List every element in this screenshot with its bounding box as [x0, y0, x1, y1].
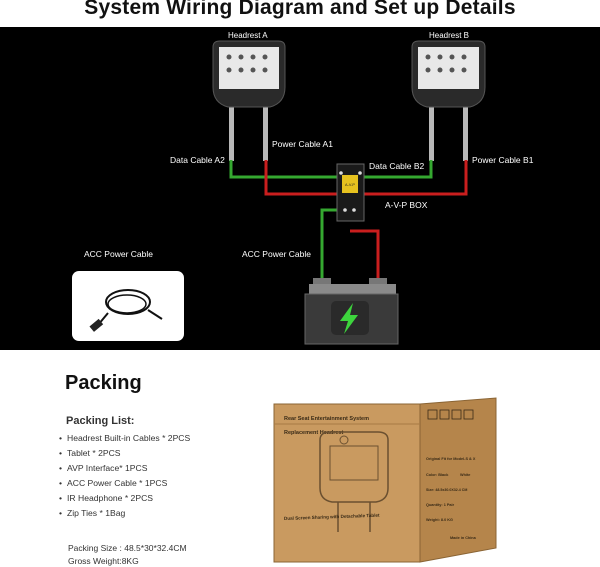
lightning-bolt-icon	[340, 303, 358, 334]
battery-top	[309, 284, 396, 296]
carton-side-weight: Weight: 8.0 KG	[426, 518, 453, 522]
acc-power-cable-line	[350, 229, 380, 282]
list-item: IR Headphone * 2PCS	[59, 491, 190, 506]
list-item: AVP Interface* 1PCS	[59, 461, 190, 476]
acc-cable-photo-bg	[72, 271, 184, 341]
carton-side-made: Made in China	[450, 536, 477, 540]
avp-box: A-V-P	[336, 163, 365, 222]
carton-front-bottom: Dual Screen Sharing with Detachable Tabl…	[284, 513, 380, 521]
packing-size: Packing Size : 48.5*30*32.4CM	[68, 543, 187, 553]
headrest-b-unit	[411, 40, 486, 161]
headrest-b-label: Headrest B	[429, 31, 470, 40]
power-cable-b1-label: Power Cable B1	[472, 155, 534, 165]
carton-side-color: Color: Black	[426, 473, 449, 477]
carton-side-qty: Quantity: 1 Pair	[426, 503, 455, 507]
data-cable-b2-line	[362, 160, 433, 179]
avp-box-label-text: A-V-P BOX	[385, 200, 428, 210]
list-item: Headrest Built-in Cables * 2PCS	[59, 431, 190, 446]
acc-power-cable-photo-label: ACC Power Cable	[84, 249, 153, 259]
gross-weight: Gross Weight:8KG	[68, 556, 139, 566]
headrest-a-unit	[212, 40, 286, 161]
avp-box-label	[342, 175, 358, 193]
acc-cable-photo	[72, 271, 184, 341]
avp-label-text: A-V-P	[345, 183, 355, 187]
wiring-svg: A-V-P	[72, 40, 486, 345]
wiring-diagram: A-V-P Headrest A Headrest B Data Cable A…	[0, 27, 600, 350]
headrest-b-post-left	[429, 97, 434, 161]
data-cable-a2-label: Data Cable A2	[170, 155, 225, 165]
headrest-a-post-left	[229, 97, 234, 161]
carton-side-white: White	[460, 473, 470, 477]
list-item: Zip Ties * 1Bag	[59, 506, 190, 521]
list-item: ACC Power Cable * 1PCS	[59, 476, 190, 491]
list-item: Tablet * 2PCS	[59, 446, 190, 461]
power-cable-a1-line	[264, 160, 338, 196]
carton-box: Rear Seat Entertainment System Replaceme…	[273, 397, 497, 563]
carton-side-size: Size: 48.5x30.0X32.4 CM	[426, 488, 467, 492]
headrest-a-label: Headrest A	[228, 31, 268, 40]
packing-list-title: Packing List:	[66, 415, 135, 427]
data-cable-b2-label: Data Cable B2	[369, 161, 425, 171]
power-cable-b1-line	[362, 160, 468, 196]
headrest-a-post-right	[263, 97, 268, 161]
battery	[304, 278, 399, 345]
power-cable-a1-label: Power Cable A1	[272, 139, 333, 149]
carton-headrest-outline	[319, 431, 389, 503]
data-cable-a2-line	[229, 160, 338, 179]
acc-power-cable-label: ACC Power Cable	[242, 249, 311, 259]
cigarette-plug-icon	[89, 318, 104, 332]
packing-title: Packing	[65, 372, 142, 394]
carton-front	[273, 403, 421, 563]
packing-list: Headrest Built-in Cables * 2PCS Tablet *…	[59, 431, 190, 521]
page-title: System Wiring Diagram and Set up Details	[84, 0, 516, 19]
carton-title-2: Replacement Headrest	[284, 430, 343, 436]
carton-side	[419, 397, 497, 563]
carton-side-fit: Original Fit for Model-S & X	[426, 457, 476, 461]
headrest-b-post-right	[463, 97, 468, 161]
carton-title-1: Rear Seat Entertainment System	[284, 416, 369, 422]
